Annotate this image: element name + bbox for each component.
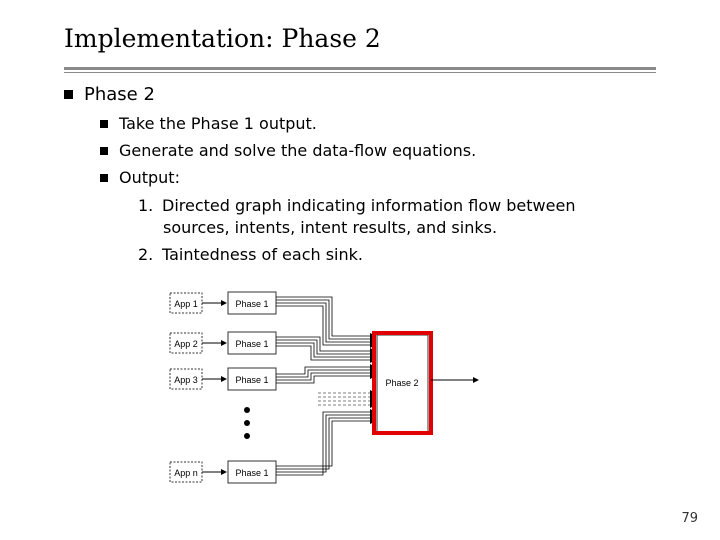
app-label: App 3 xyxy=(174,375,198,385)
dashed-flows xyxy=(318,390,376,408)
title-divider-thick xyxy=(64,67,656,70)
item-text: Taintedness of each sink. xyxy=(162,245,363,264)
subbullet-text: Output: xyxy=(119,168,180,187)
phase1-box-n: Phase 1 xyxy=(227,460,277,484)
item-text: Directed graph indicating information fl… xyxy=(162,196,576,215)
app-box-3: App 3 xyxy=(169,368,203,390)
title-divider-thin xyxy=(64,72,656,73)
bullet-phase2: Phase 2 xyxy=(64,84,155,105)
phase1-label: Phase 1 xyxy=(235,375,268,385)
phase2-box: Phase 2 xyxy=(376,334,429,434)
numbered-item-2: 2. Taintedness of each sink. xyxy=(138,245,363,264)
square-bullet-icon xyxy=(100,146,108,155)
slide-title: Implementation: Phase 2 xyxy=(64,24,381,53)
ellipsis-dots-icon xyxy=(244,407,250,439)
numbered-item-1-continued: sources, intents, intent results, and si… xyxy=(163,218,498,237)
app-box-2: App 2 xyxy=(169,332,203,354)
subbullet-text: Take the Phase 1 output. xyxy=(119,114,317,133)
phase1-label: Phase 1 xyxy=(235,299,268,309)
phase1-box-3: Phase 1 xyxy=(227,367,277,391)
phase2-diagram: App 1 App 2 App 3 App n Phase 1 Phase 1 … xyxy=(169,291,479,484)
phase1-box-2: Phase 1 xyxy=(227,331,277,355)
app-box-1: App 1 xyxy=(169,292,203,314)
phase1-box-1: Phase 1 xyxy=(227,291,277,315)
page-number: 79 xyxy=(681,511,698,526)
app-label: App 2 xyxy=(174,339,198,349)
item-number: 1. xyxy=(138,196,154,215)
phase1-label: Phase 1 xyxy=(235,468,268,478)
subbullet-generate: Generate and solve the data-flow equatio… xyxy=(100,141,476,160)
app-label: App n xyxy=(174,468,198,478)
subbullet-output: Output: xyxy=(100,168,180,187)
subbullet-text: Generate and solve the data-flow equatio… xyxy=(119,141,477,160)
phase1-to-phase2-flows xyxy=(276,296,376,476)
square-bullet-icon xyxy=(64,90,73,99)
phase1-label: Phase 1 xyxy=(235,339,268,349)
app-to-phase1-arrows xyxy=(202,300,227,475)
numbered-item-1: 1. Directed graph indicating information … xyxy=(138,196,575,215)
item-number: 2. xyxy=(138,245,154,264)
square-bullet-icon xyxy=(100,173,108,182)
app-label: App 1 xyxy=(174,299,198,309)
bullet-phase2-text: Phase 2 xyxy=(84,84,155,105)
subbullet-take-output: Take the Phase 1 output. xyxy=(100,114,317,133)
app-box-n: App n xyxy=(169,461,203,483)
phase2-label: Phase 2 xyxy=(385,378,418,388)
phase2-highlight xyxy=(372,331,433,435)
square-bullet-icon xyxy=(100,119,108,128)
